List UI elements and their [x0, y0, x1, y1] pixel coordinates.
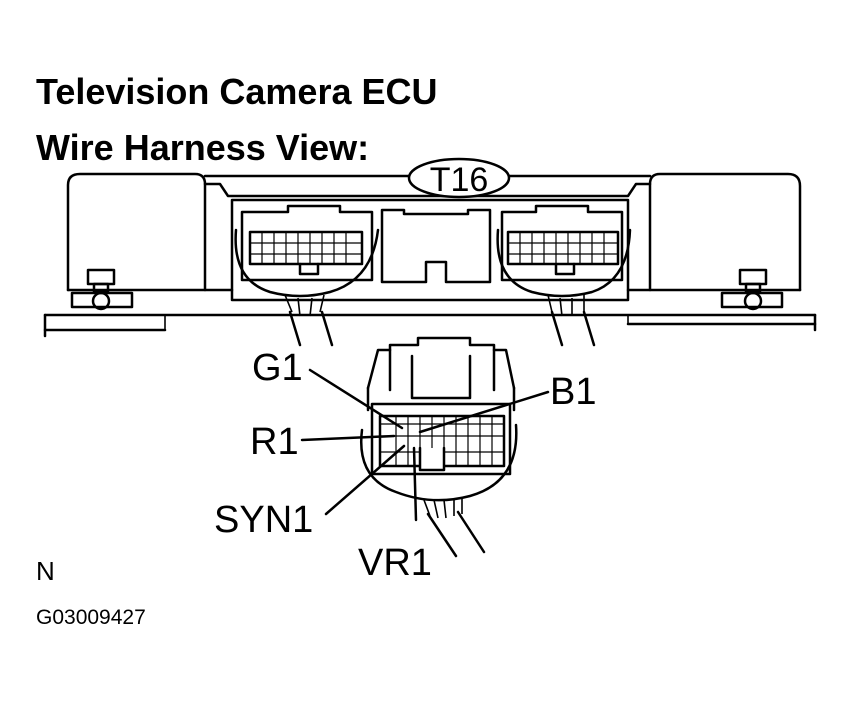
title-line-2: Wire Harness View: — [36, 127, 369, 168]
ecu-housing — [43, 172, 817, 338]
vr1-leader-line — [412, 446, 418, 522]
connector-code-label: T16 — [430, 161, 489, 199]
figure-id: G03009427 — [36, 606, 146, 629]
terminal-label-syn1: SYN1 — [214, 499, 313, 541]
title-line-1: Television Camera ECU — [36, 71, 437, 112]
left-ecu-connector — [234, 204, 380, 347]
center-ecu-socket — [380, 208, 492, 284]
terminal-label-r1: R1 — [250, 421, 299, 463]
syn1-leader-line — [324, 444, 406, 516]
terminal-label-vr1: VR1 — [358, 542, 432, 584]
connector-code-callout: T16 — [407, 157, 511, 199]
g1-leader-line — [308, 368, 404, 430]
right-ecu-connector — [496, 204, 632, 347]
enlarged-connector — [360, 336, 518, 558]
terminal-label-b1: B1 — [550, 371, 596, 413]
r1-leader-line — [300, 434, 396, 442]
terminal-leader-lines — [300, 368, 550, 522]
mounting-screw-left-icon — [70, 268, 134, 311]
mounting-screw-right-icon — [720, 268, 784, 311]
terminal-label-g1: G1 — [252, 347, 303, 389]
north-marker: N — [36, 556, 55, 586]
b1-leader-line — [418, 390, 550, 434]
